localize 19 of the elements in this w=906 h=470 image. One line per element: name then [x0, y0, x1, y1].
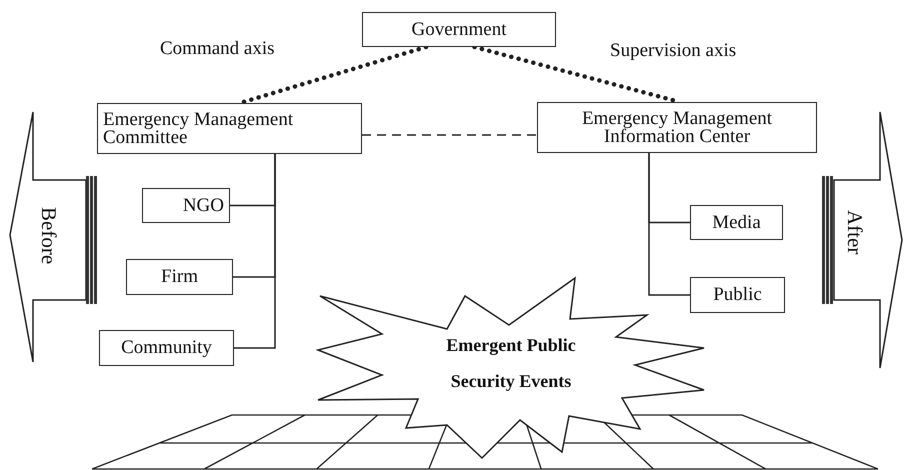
- arrow-label: Before: [38, 207, 59, 264]
- dashed-line: [362, 134, 537, 136]
- organization-box: Firm: [126, 259, 233, 295]
- connector-line: [234, 154, 276, 349]
- organization-box: Media: [690, 205, 783, 240]
- organization-box: Community: [99, 330, 234, 366]
- event-label: Emergent Public Security Events: [445, 334, 577, 393]
- right-arrow-shape: [820, 112, 904, 368]
- starburst-shape: [315, 275, 707, 460]
- left-arrow-shape: [8, 112, 98, 362]
- connector-line: [648, 153, 690, 296]
- organization-box: Emergency Management Information Center: [537, 102, 817, 153]
- organization-box: Government: [362, 12, 556, 47]
- axis-label: Command axis: [160, 38, 275, 60]
- arrow-label: After: [844, 210, 865, 254]
- organization-box: Public: [690, 277, 785, 313]
- axis-label: Supervision axis: [610, 40, 736, 62]
- organization-box: Emergency Management Committee: [97, 103, 362, 154]
- organization-box: NGO: [142, 188, 230, 223]
